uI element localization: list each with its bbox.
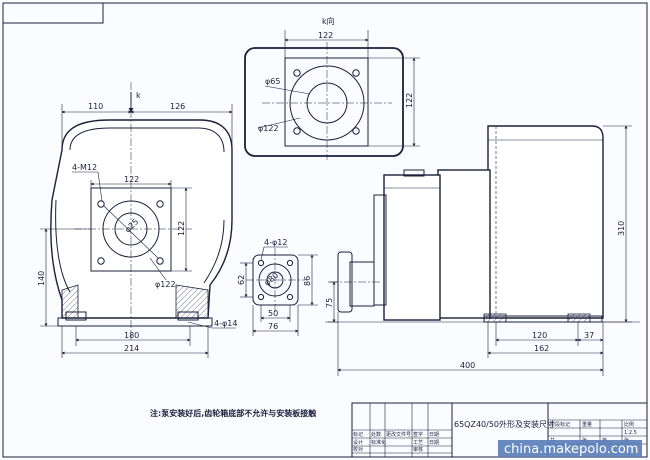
k-view-bolt-hole <box>352 69 360 77</box>
right-foot <box>175 284 209 319</box>
k-view-bolt-hole <box>293 69 301 77</box>
front-view: k 110 126 122 122 4-M12 φ25 φ122 140 <box>37 82 237 358</box>
tb-cell: 校对 <box>353 446 363 453</box>
inlet-cover <box>373 194 387 306</box>
dim-214: 214 <box>124 344 139 353</box>
tb-cell: 标记 <box>353 431 363 438</box>
dim-37: 37 <box>584 331 594 340</box>
pump-body-side <box>437 169 491 319</box>
tb-cell: 工艺 <box>413 440 423 446</box>
label-bore-65: φ65 <box>265 77 280 86</box>
tb-cell: 审核 <box>413 446 423 453</box>
left-foot <box>61 284 79 319</box>
front-bolt-hole <box>156 200 164 208</box>
tb-cell: 签字 <box>413 431 423 438</box>
dim-122-front-top: 122 <box>124 175 139 184</box>
dim-122-right: 122 <box>405 93 414 108</box>
outlet-flange-view: 4-φ12 φ80 62 86 50 76 <box>237 238 318 336</box>
tb-cell: 日期 <box>429 432 439 438</box>
label-k-view: k向 <box>322 16 335 26</box>
label-arrow-k: k <box>136 91 141 100</box>
outlet-pipe <box>349 261 375 307</box>
tb-cell: 重量 <box>582 421 592 428</box>
base-plate <box>57 317 213 327</box>
gearbox-housing <box>487 125 604 319</box>
dim-140: 140 <box>37 271 46 286</box>
k-view-bolt-hole <box>293 127 301 135</box>
dim-110: 110 <box>88 102 103 111</box>
installation-note: 注:泵安装好后,齿轮箱底部不允许与安装板接触 <box>150 408 316 418</box>
tb-cell: 处数 <box>371 431 381 438</box>
tb-cell: 设计 <box>353 439 363 446</box>
label-holes-m12: 4-M12 <box>72 163 97 172</box>
tb-cell: 更改文件号 <box>386 431 411 438</box>
side-view: 75 310 120 37 162 400 <box>325 125 640 376</box>
k-view-outer-plate <box>244 47 404 157</box>
k-view-flange <box>284 57 369 147</box>
dim-162: 162 <box>534 344 549 353</box>
label-foot-holes: 4-φ14 <box>214 319 237 328</box>
drawing-title: 65QZ40/50外形及安装尺寸 <box>454 419 555 429</box>
label-bore-122-front: φ122 <box>155 280 176 289</box>
pump-volute-side <box>383 174 441 321</box>
k-view-bolt-hole <box>352 127 360 135</box>
label-outlet-holes: 4-φ12 <box>264 238 287 247</box>
tb-cell: 阶段标记 <box>550 421 570 428</box>
dim-122-top: 122 <box>318 31 333 40</box>
label-bore-80: φ80 <box>263 271 281 288</box>
dim-75: 75 <box>325 298 334 308</box>
tb-cell: 标准化 <box>371 439 386 446</box>
dim-50: 50 <box>268 309 278 318</box>
dim-126: 126 <box>170 102 185 111</box>
tb-cell: 比例 <box>624 421 634 428</box>
watermark: china.makepolo.com <box>504 442 638 457</box>
dim-120: 120 <box>532 331 547 340</box>
front-bolt-hole <box>97 257 105 265</box>
dim-86: 86 <box>303 276 312 286</box>
dim-122-front-right: 122 <box>177 221 186 236</box>
k-view: 122 122 φ65 φ122 k向 <box>244 16 420 160</box>
label-bore-122-top: φ122 <box>258 124 279 133</box>
watermark-band <box>498 440 642 457</box>
tb-scale: 1:2.5 <box>624 430 637 436</box>
front-bolt-hole <box>156 257 164 265</box>
corner-code-box <box>2 2 104 24</box>
dim-400: 400 <box>460 361 475 370</box>
front-bolt-hole <box>97 200 105 208</box>
dim-310: 310 <box>617 221 626 236</box>
dim-62: 62 <box>237 275 246 285</box>
dim-76: 76 <box>268 322 278 331</box>
dim-180: 180 <box>124 331 139 340</box>
tb-cell: 日期 <box>429 440 439 446</box>
